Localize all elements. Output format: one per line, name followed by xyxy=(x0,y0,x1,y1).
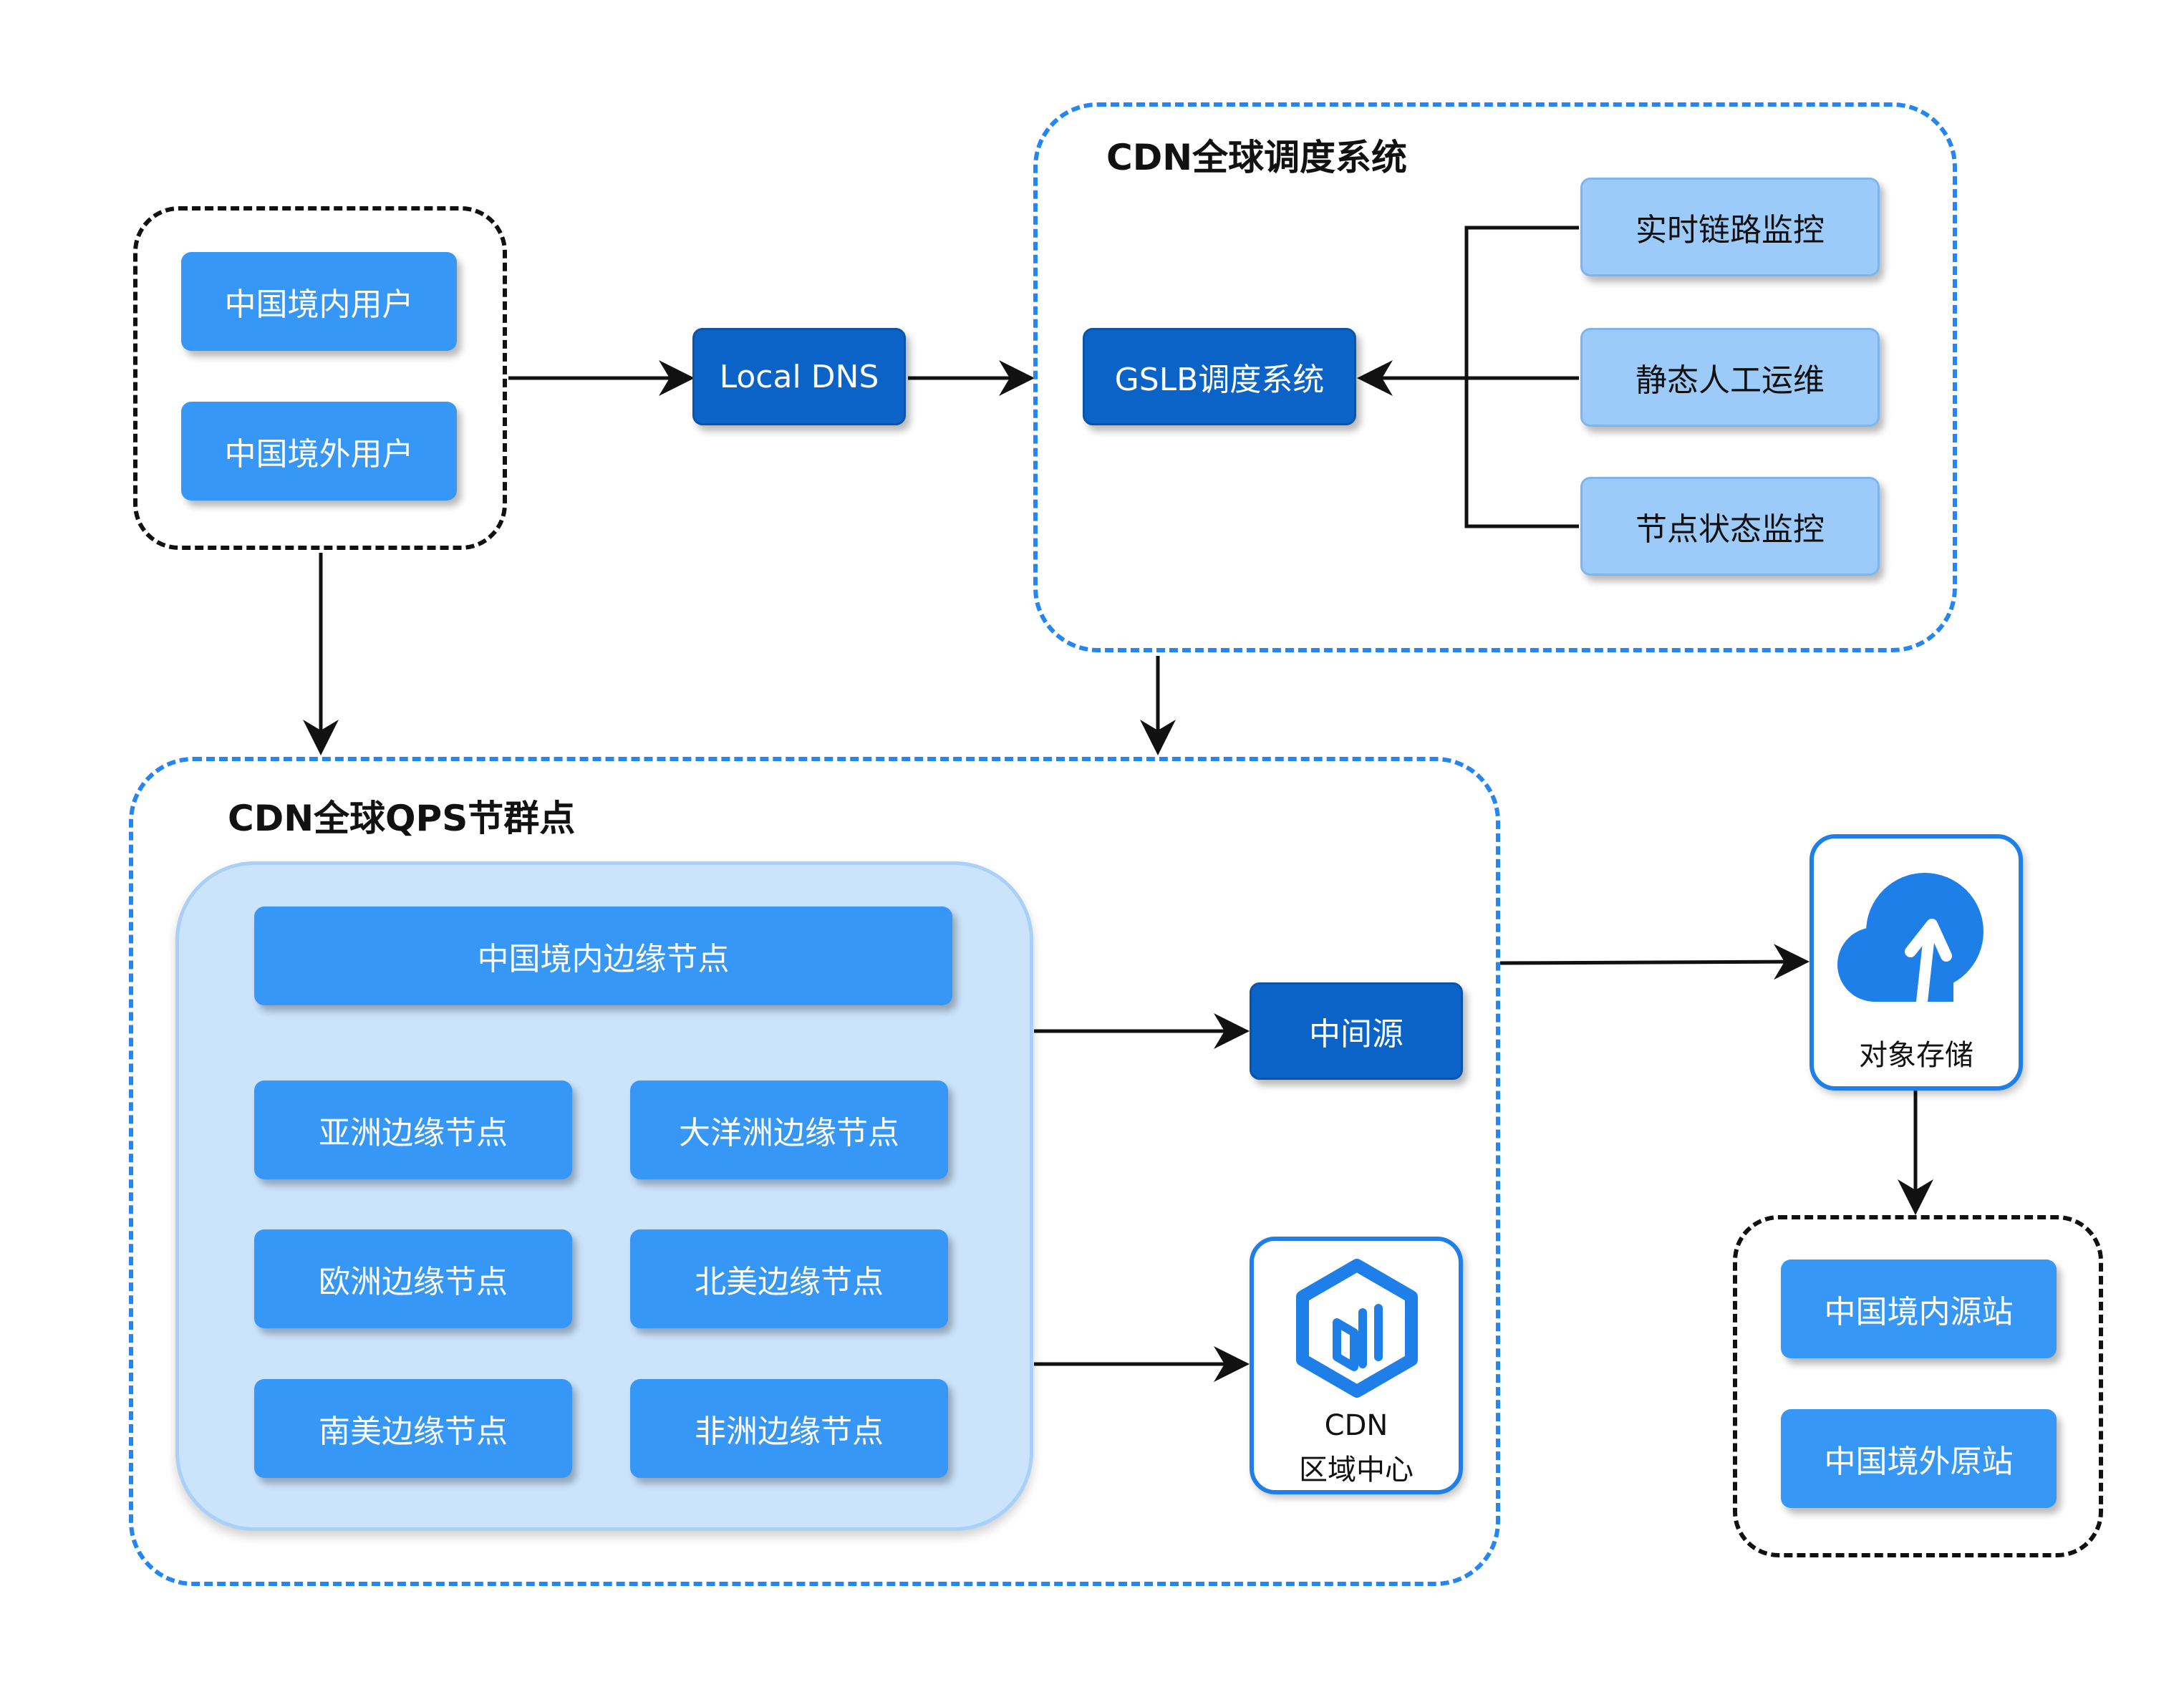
realtime-link-monitor-node[interactable]: 实时链路监控 xyxy=(1580,178,1880,276)
regional-center-card[interactable]: CDN 区域中心 xyxy=(1250,1237,1463,1494)
south-america-edge-node[interactable]: 南美边缘节点 xyxy=(254,1379,572,1478)
overseas-origin-node[interactable]: 中国境外原站 xyxy=(1781,1409,2057,1508)
oceania-edge-node[interactable]: 大洋洲边缘节点 xyxy=(630,1081,948,1179)
domestic-user-node[interactable]: 中国境内用户 xyxy=(181,252,457,351)
cdn-cluster-title: CDN全球QPS节群点 xyxy=(228,798,576,839)
north-america-edge-node[interactable]: 北美边缘节点 xyxy=(630,1229,948,1328)
scheduling-system-group xyxy=(1033,102,1957,652)
gslb-node[interactable]: GSLB调度系统 xyxy=(1083,328,1356,425)
object-storage-label: 对象存储 xyxy=(1859,1039,1973,1072)
arrow-cluster-to-storage xyxy=(1499,944,1809,980)
static-manual-ops-node[interactable]: 静态人工运维 xyxy=(1580,328,1880,427)
overseas-user-node[interactable]: 中国境外用户 xyxy=(181,402,457,501)
africa-edge-node[interactable]: 非洲边缘节点 xyxy=(630,1379,948,1478)
scheduling-system-title: CDN全球调度系统 xyxy=(1106,137,1408,178)
cloud-upload-icon xyxy=(1837,873,1984,1007)
cdn-cluster-group xyxy=(129,757,1500,1586)
domestic-origin-node[interactable]: 中国境内源站 xyxy=(1781,1260,2057,1358)
local-dns-node[interactable]: Local DNS xyxy=(692,328,906,425)
user-group xyxy=(133,206,507,550)
asia-edge-node[interactable]: 亚洲边缘节点 xyxy=(254,1081,572,1179)
node-status-monitor-node[interactable]: 节点状态监控 xyxy=(1580,477,1880,576)
regional-center-label-line1: CDN xyxy=(1324,1409,1388,1442)
domestic-edge-node[interactable]: 中国境内边缘节点 xyxy=(254,907,952,1005)
europe-edge-node[interactable]: 欧洲边缘节点 xyxy=(254,1229,572,1328)
regional-center-label-line2: 区域中心 xyxy=(1299,1454,1414,1486)
cdn-hexagon-icon xyxy=(1296,1259,1418,1398)
object-storage-card[interactable]: 对象存储 xyxy=(1809,834,2023,1091)
middle-origin-node[interactable]: 中间源 xyxy=(1250,982,1463,1080)
origin-sites-group xyxy=(1733,1215,2103,1557)
